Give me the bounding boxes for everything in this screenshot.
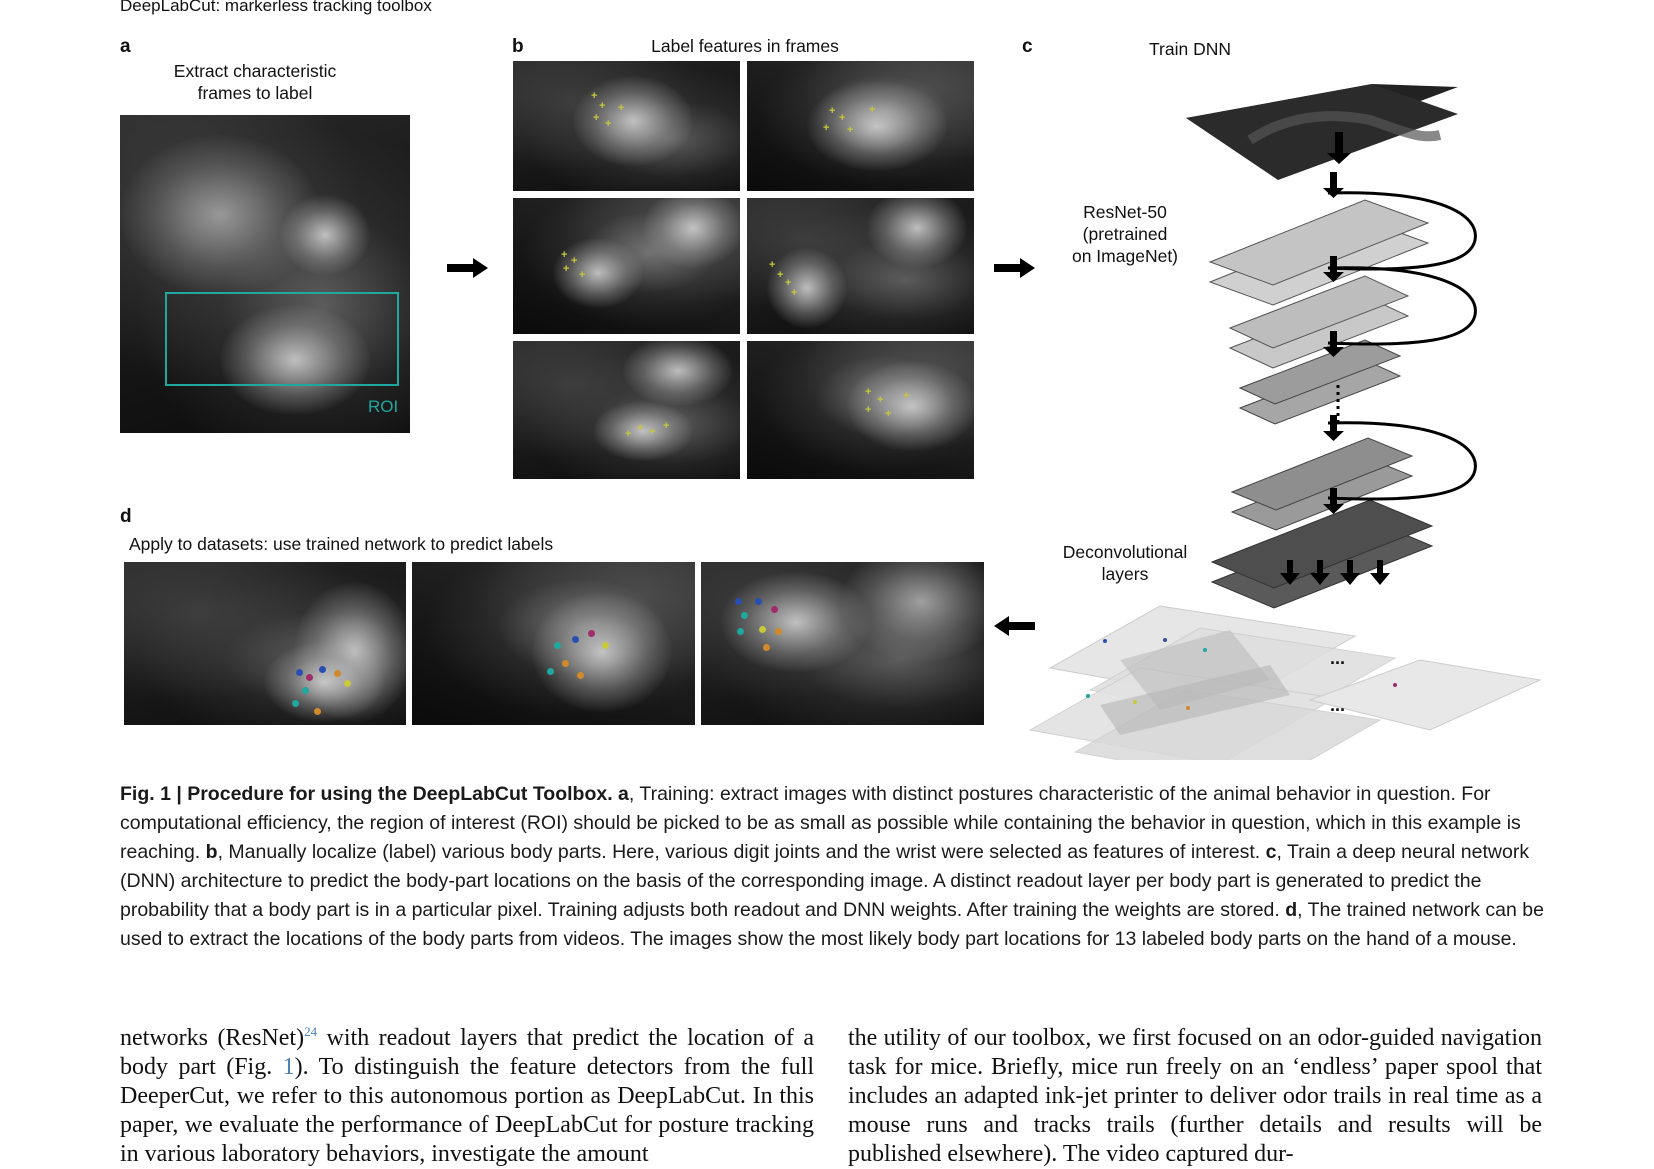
resnet-label-line1: ResNet-50 <box>1083 202 1167 222</box>
predicted-frame <box>701 562 984 725</box>
dnn-architecture-diagram <box>1028 84 1542 760</box>
panel-a-heading-line1: Extract characteristic <box>173 61 337 81</box>
figure-title: DeepLabCut: markerless tracking toolbox <box>120 0 432 15</box>
labeled-frame: + + + + <box>513 198 740 334</box>
caption-b-letter: b <box>205 841 218 863</box>
arrow-right-icon <box>994 258 1035 278</box>
body-column-left: networks (ResNet)24 with readout layers … <box>120 1024 814 1169</box>
panel-b-letter: b <box>512 36 524 57</box>
caption-d-letter: d <box>1285 899 1298 921</box>
caption-fig-label: Fig. 1 | Procedure for using the DeepLab… <box>120 783 613 805</box>
body-left-pre: networks (ResNet) <box>120 1025 305 1051</box>
panel-c-letter: c <box>1022 36 1033 57</box>
figure-caption: Fig. 1 | Procedure for using the DeepLab… <box>120 780 1550 954</box>
caption-c-text: , Train a deep neural network (DNN) arch… <box>120 841 1530 921</box>
panel-a-heading: Extract characteristic frames to label <box>150 60 360 104</box>
score-map-layers <box>1028 605 1542 760</box>
predicted-frame <box>412 562 695 725</box>
deconv-label-line1: Deconvolutional <box>1062 542 1188 562</box>
panel-d-letter: d <box>120 506 132 527</box>
roi-label: ROI <box>368 397 399 416</box>
caption-c-letter: c <box>1265 841 1277 863</box>
labeled-frame: + + + + + <box>747 61 974 191</box>
deconv-label: Deconvolutional layers <box>1040 541 1210 585</box>
body-left-mid: with readout layers that predict the loc… <box>120 1025 814 1080</box>
ellipsis-2: ... <box>1330 695 1346 715</box>
panel-b-heading: Label features in frames <box>651 36 839 56</box>
arrow-right-icon <box>447 258 488 278</box>
resnet-label-line2: (pretrained <box>1082 224 1168 244</box>
labeled-frame: + + + + <box>513 341 740 479</box>
reference-link[interactable]: 24 <box>304 1024 318 1039</box>
labeled-frame: + + + + + <box>747 341 974 479</box>
panel-d-heading: Apply to datasets: use trained network t… <box>129 534 554 554</box>
panel-a-mouse-image: ROI <box>120 115 410 433</box>
caption-a-letter: a <box>618 783 629 805</box>
panel-a-letter: a <box>120 36 131 57</box>
resnet-label: ResNet-50 (pretrained on ImageNet) <box>1050 201 1200 267</box>
body-column-right: the utility of our toolbox, we first foc… <box>848 1024 1542 1169</box>
roi-rectangle <box>165 292 399 386</box>
resnet-label-line3: on ImageNet) <box>1071 246 1179 266</box>
caption-d-text: , The trained network can be used to ext… <box>120 899 1544 950</box>
labeled-frame: + + + + + <box>513 61 740 191</box>
body-right-text: the utility of our toolbox, we first foc… <box>848 1025 1542 1167</box>
ellipsis-1: ... <box>1330 648 1346 668</box>
caption-b-text: , Manually localize (label) various body… <box>217 841 1261 863</box>
figure-link[interactable]: 1 <box>282 1054 295 1080</box>
predicted-frame <box>124 562 406 725</box>
panel-a-heading-line2: frames to label <box>197 83 313 103</box>
input-image-layer <box>1186 84 1458 180</box>
resnet-layers <box>1208 199 1434 609</box>
deconv-label-line2: layers <box>1101 564 1149 584</box>
labeled-frame: + + + + <box>747 198 974 334</box>
caption-a-text: , Training: extract images with distinct… <box>120 783 1521 863</box>
arrow-left-icon <box>994 616 1035 636</box>
panel-c-heading: Train DNN <box>1149 39 1231 59</box>
